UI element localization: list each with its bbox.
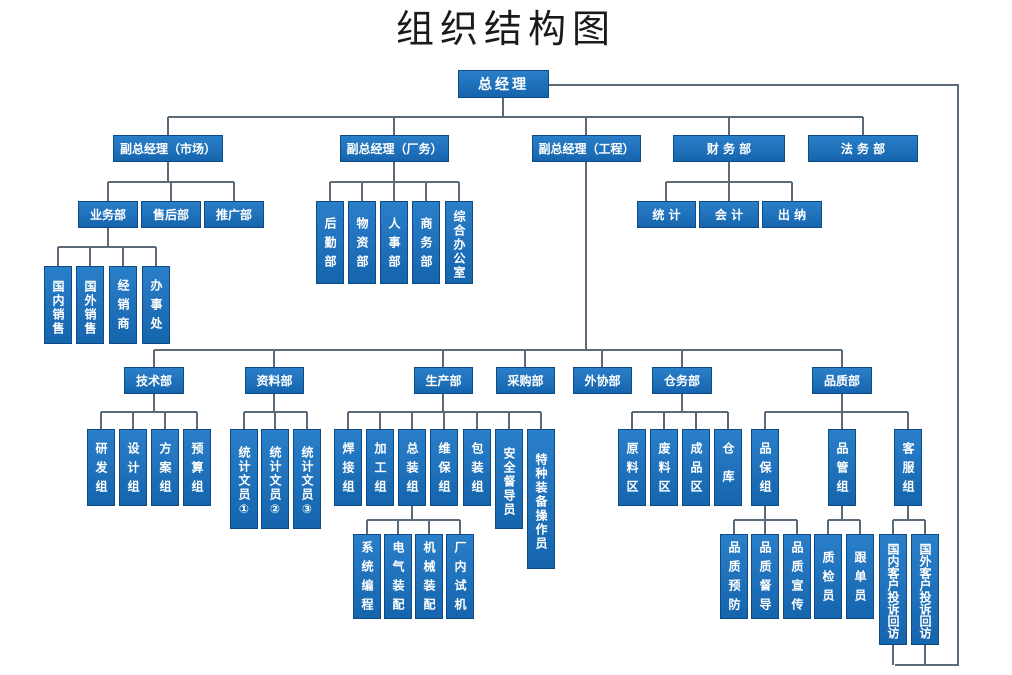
node-plan-group: 方案组 xyxy=(151,429,179,506)
node-welding: 焊接组 xyxy=(334,429,362,506)
node-foreign-sales: 国外销售 xyxy=(76,266,104,344)
node-general-office: 综合办公室 xyxy=(445,201,473,284)
node-budget-group: 预算组 xyxy=(183,429,211,506)
node-qa-supervision: 品质督导 xyxy=(751,534,779,619)
node-storeroom: 仓库 xyxy=(714,429,742,506)
node-outsourcing: 外协部 xyxy=(573,367,632,394)
node-rd-group: 研发组 xyxy=(87,429,115,506)
node-follower: 跟单员 xyxy=(846,534,874,619)
node-mechanical: 机械装配 xyxy=(415,534,443,619)
node-qa-group: 品保组 xyxy=(751,429,779,506)
node-office: 办事处 xyxy=(142,266,170,344)
node-clerk-1: 统计文员① xyxy=(230,429,258,529)
node-electrical: 电气装配 xyxy=(384,534,412,619)
node-maintenance: 维保组 xyxy=(430,429,458,506)
node-sys-programming: 系统编程 xyxy=(353,534,381,619)
node-foreign-complaint: 国外客户投诉回访 xyxy=(911,534,939,645)
node-production: 生产部 xyxy=(414,367,473,394)
node-domestic-complaint: 国内客户投诉回访 xyxy=(879,534,907,645)
node-cashier: 出 纳 xyxy=(762,201,822,228)
node-vp-engineering: 副总经理（工程） xyxy=(532,135,641,162)
node-tech: 技术部 xyxy=(124,367,184,394)
node-qa-promotion: 品质宣传 xyxy=(783,534,811,619)
node-commerce: 商务部 xyxy=(412,201,440,284)
node-finished-area: 成品区 xyxy=(682,429,710,506)
node-inspector: 质检员 xyxy=(814,534,842,619)
node-raw-area: 原料区 xyxy=(618,429,646,506)
node-special-ops: 特种装备操作员 xyxy=(527,429,555,569)
node-vp-market: 副总经理（市场） xyxy=(113,135,223,162)
node-safety: 安全督导员 xyxy=(495,429,523,529)
node-machining: 加工组 xyxy=(366,429,394,506)
node-after-sales: 售后部 xyxy=(141,201,201,228)
node-trial-run: 厂内试机 xyxy=(446,534,474,619)
node-materials: 物资部 xyxy=(348,201,376,284)
node-legal: 法 务 部 xyxy=(808,135,918,162)
node-sales: 业务部 xyxy=(78,201,138,228)
node-assembly: 总装组 xyxy=(398,429,426,506)
node-distributor: 经销商 xyxy=(109,266,137,344)
node-purchasing: 采购部 xyxy=(496,367,555,394)
node-domestic-sales: 国内销售 xyxy=(44,266,72,344)
node-scrap-area: 废料区 xyxy=(650,429,678,506)
node-packing: 包装组 xyxy=(463,429,491,506)
node-logistics: 后勤部 xyxy=(316,201,344,284)
node-qm-group: 品管组 xyxy=(828,429,856,506)
node-vp-factory: 副总经理（厂务） xyxy=(340,135,449,162)
node-finance: 财 务 部 xyxy=(673,135,785,162)
node-qa-prevention: 品质预防 xyxy=(720,534,748,619)
node-cs-group: 客服组 xyxy=(894,429,922,506)
page-title: 组织结构图 xyxy=(395,7,616,51)
node-quality: 品质部 xyxy=(812,367,872,394)
node-hr: 人事部 xyxy=(380,201,408,284)
node-clerk-2: 统计文员② xyxy=(261,429,289,529)
node-data: 资料部 xyxy=(245,367,304,394)
node-accounting: 会 计 xyxy=(699,201,759,228)
node-clerk-3: 统计文员③ xyxy=(293,429,321,529)
node-statistics: 统 计 xyxy=(637,201,696,228)
node-design-group: 设计组 xyxy=(119,429,147,506)
node-promotion: 推广部 xyxy=(204,201,264,228)
node-warehouse: 仓务部 xyxy=(652,367,712,394)
node-general-manager: 总经理 xyxy=(458,70,549,98)
